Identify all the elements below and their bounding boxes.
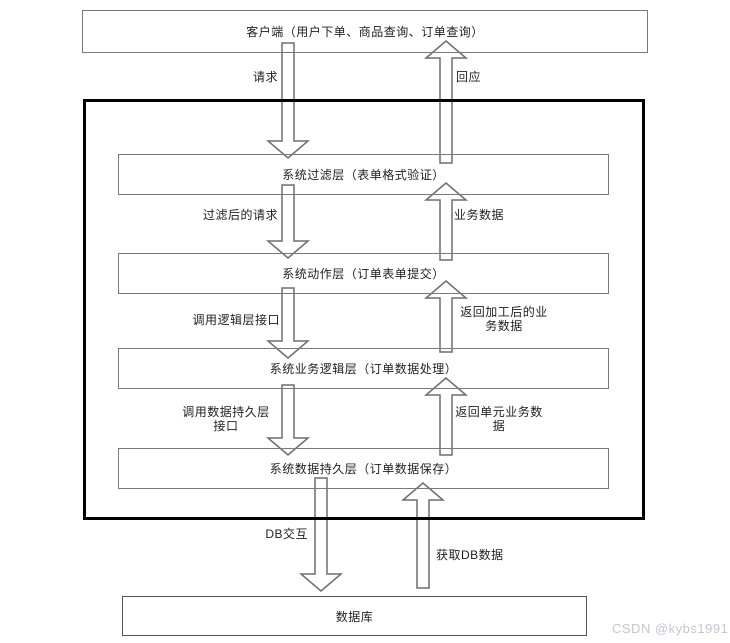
db-fetch-up-arrow (400, 482, 446, 589)
client-box: 客户端（用户下单、商品查询、订单查询） (82, 10, 648, 53)
db-interact-down-arrow (298, 477, 344, 592)
logic-call-down-arrow (265, 287, 311, 359)
layer-box-filter: 系统过滤层（表单格式验证） (118, 154, 609, 195)
flow-label-persistence-call: 调用数据持久层 接口 (182, 405, 270, 433)
flow-label-db-fetch: 获取DB数据 (436, 548, 504, 562)
business-data-up-arrow (423, 182, 469, 261)
layer-box-persistence: 系统数据持久层（订单数据保存） (118, 448, 609, 489)
layer-box-logic-label: 系统业务逻辑层（订单数据处理） (269, 362, 458, 376)
layer-box-action: 系统动作层（订单表单提交） (118, 253, 609, 294)
layer-box-persistence-label: 系统数据持久层（订单数据保存） (269, 462, 458, 476)
csdn-watermark: CSDN @kybs1991 (612, 621, 729, 636)
layer-box-action-label: 系统动作层（订单表单提交） (282, 267, 445, 281)
flow-label-filtered-request: 过滤后的请求 (202, 208, 278, 222)
client-box-label: 客户端（用户下单、商品查询、订单查询） (246, 25, 484, 39)
flow-label-request: 请求 (252, 70, 278, 84)
persistence-call-down-arrow (265, 384, 311, 456)
layer-box-filter-label: 系统过滤层（表单格式验证） (282, 168, 445, 182)
server-system-boundary (83, 99, 645, 520)
flow-label-logic-call: 调用逻辑层接口 (192, 313, 280, 327)
unit-data-up-arrow (423, 377, 469, 456)
flow-label-processed-data: 返回加工后的业 务数据 (460, 305, 548, 333)
response-up-arrow (423, 40, 469, 164)
database-box: 数据库 (122, 596, 587, 636)
flow-label-unit-data: 返回单元业务数 据 (455, 405, 543, 433)
database-box-label: 数据库 (335, 609, 374, 624)
layer-box-logic: 系统业务逻辑层（订单数据处理） (118, 348, 609, 389)
flow-label-business-data: 业务数据 (454, 208, 505, 222)
flow-label-response: 回应 (456, 70, 482, 84)
flow-label-db-interact: DB交互 (265, 527, 308, 541)
processed-data-up-arrow (423, 280, 469, 353)
